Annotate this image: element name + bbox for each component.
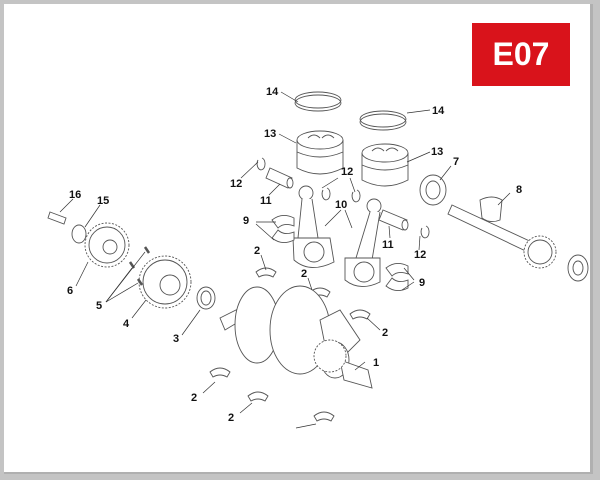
callout-9[interactable]: 9 xyxy=(419,277,425,289)
piston-pin-icon xyxy=(378,209,409,231)
connecting-rod-right-icon xyxy=(344,198,382,287)
callout-13[interactable]: 13 xyxy=(264,128,276,140)
balancer-shaft-icon xyxy=(447,196,557,269)
callout-5[interactable]: 5 xyxy=(96,300,102,312)
rod-bearing-shell-icon xyxy=(385,263,409,277)
callout-14[interactable]: 14 xyxy=(266,86,279,98)
main-bearing-shell-icon xyxy=(255,267,277,278)
sprocket-icon xyxy=(84,222,130,268)
ball-bearing-icon xyxy=(567,254,589,282)
callout-2[interactable]: 2 xyxy=(382,327,388,339)
callout-6[interactable]: 6 xyxy=(67,285,73,297)
rod-bearing-shell-icon xyxy=(271,215,295,229)
callout-9[interactable]: 9 xyxy=(243,215,249,227)
callout-1[interactable]: 1 xyxy=(373,357,379,369)
piston-right-icon xyxy=(361,143,409,187)
washer-icon xyxy=(71,224,87,244)
callout-10[interactable]: 10 xyxy=(335,199,347,211)
callout-2[interactable]: 2 xyxy=(254,245,260,257)
callout-8[interactable]: 8 xyxy=(516,184,522,196)
piston-left-icon xyxy=(296,130,344,175)
callout-4[interactable]: 4 xyxy=(123,318,130,330)
callout-16[interactable]: 16 xyxy=(69,189,81,201)
callout-12[interactable]: 12 xyxy=(230,178,242,190)
callout-7[interactable]: 7 xyxy=(453,156,459,168)
callout-15[interactable]: 15 xyxy=(97,195,109,207)
gear-icon xyxy=(138,255,192,309)
circlip-icon xyxy=(256,157,266,171)
callout-3[interactable]: 3 xyxy=(173,333,179,345)
callout-14[interactable]: 14 xyxy=(432,105,445,117)
circlip-icon xyxy=(351,189,361,203)
circlip-icon xyxy=(321,187,331,201)
callout-2[interactable]: 2 xyxy=(191,392,197,404)
callout-2[interactable]: 2 xyxy=(228,412,234,424)
piston-ring-left-icon xyxy=(294,91,342,112)
main-bearing-shell-icon xyxy=(209,367,231,378)
leader-lines xyxy=(59,91,511,429)
callout-11[interactable]: 11 xyxy=(260,195,272,207)
main-bearing-shell-icon xyxy=(349,309,371,320)
callout-12[interactable]: 12 xyxy=(341,166,353,178)
rod-bearing-shell-icon xyxy=(271,229,295,243)
connecting-rod-left-icon xyxy=(292,185,335,268)
callout-12[interactable]: 12 xyxy=(414,249,426,261)
needle-bearing-icon xyxy=(196,286,216,310)
piston-pin-icon xyxy=(265,167,294,189)
crankshaft-icon xyxy=(219,285,373,389)
main-bearing-shell-icon xyxy=(247,391,269,402)
circlip-icon xyxy=(420,225,430,239)
bolt-icon xyxy=(47,211,67,225)
main-bearing-shell-icon xyxy=(313,411,335,422)
callout-labels: 14 14 13 13 7 8 12 12 12 11 11 10 9 9 2 … xyxy=(67,86,522,424)
piston-ring-right-icon xyxy=(359,110,407,131)
section-code-badge: E07 xyxy=(472,23,570,86)
rod-bearing-shell-icon xyxy=(385,277,409,291)
callout-11[interactable]: 11 xyxy=(382,239,394,251)
callout-2[interactable]: 2 xyxy=(301,268,307,280)
ball-bearing-icon xyxy=(419,174,447,206)
callout-13[interactable]: 13 xyxy=(431,146,443,158)
